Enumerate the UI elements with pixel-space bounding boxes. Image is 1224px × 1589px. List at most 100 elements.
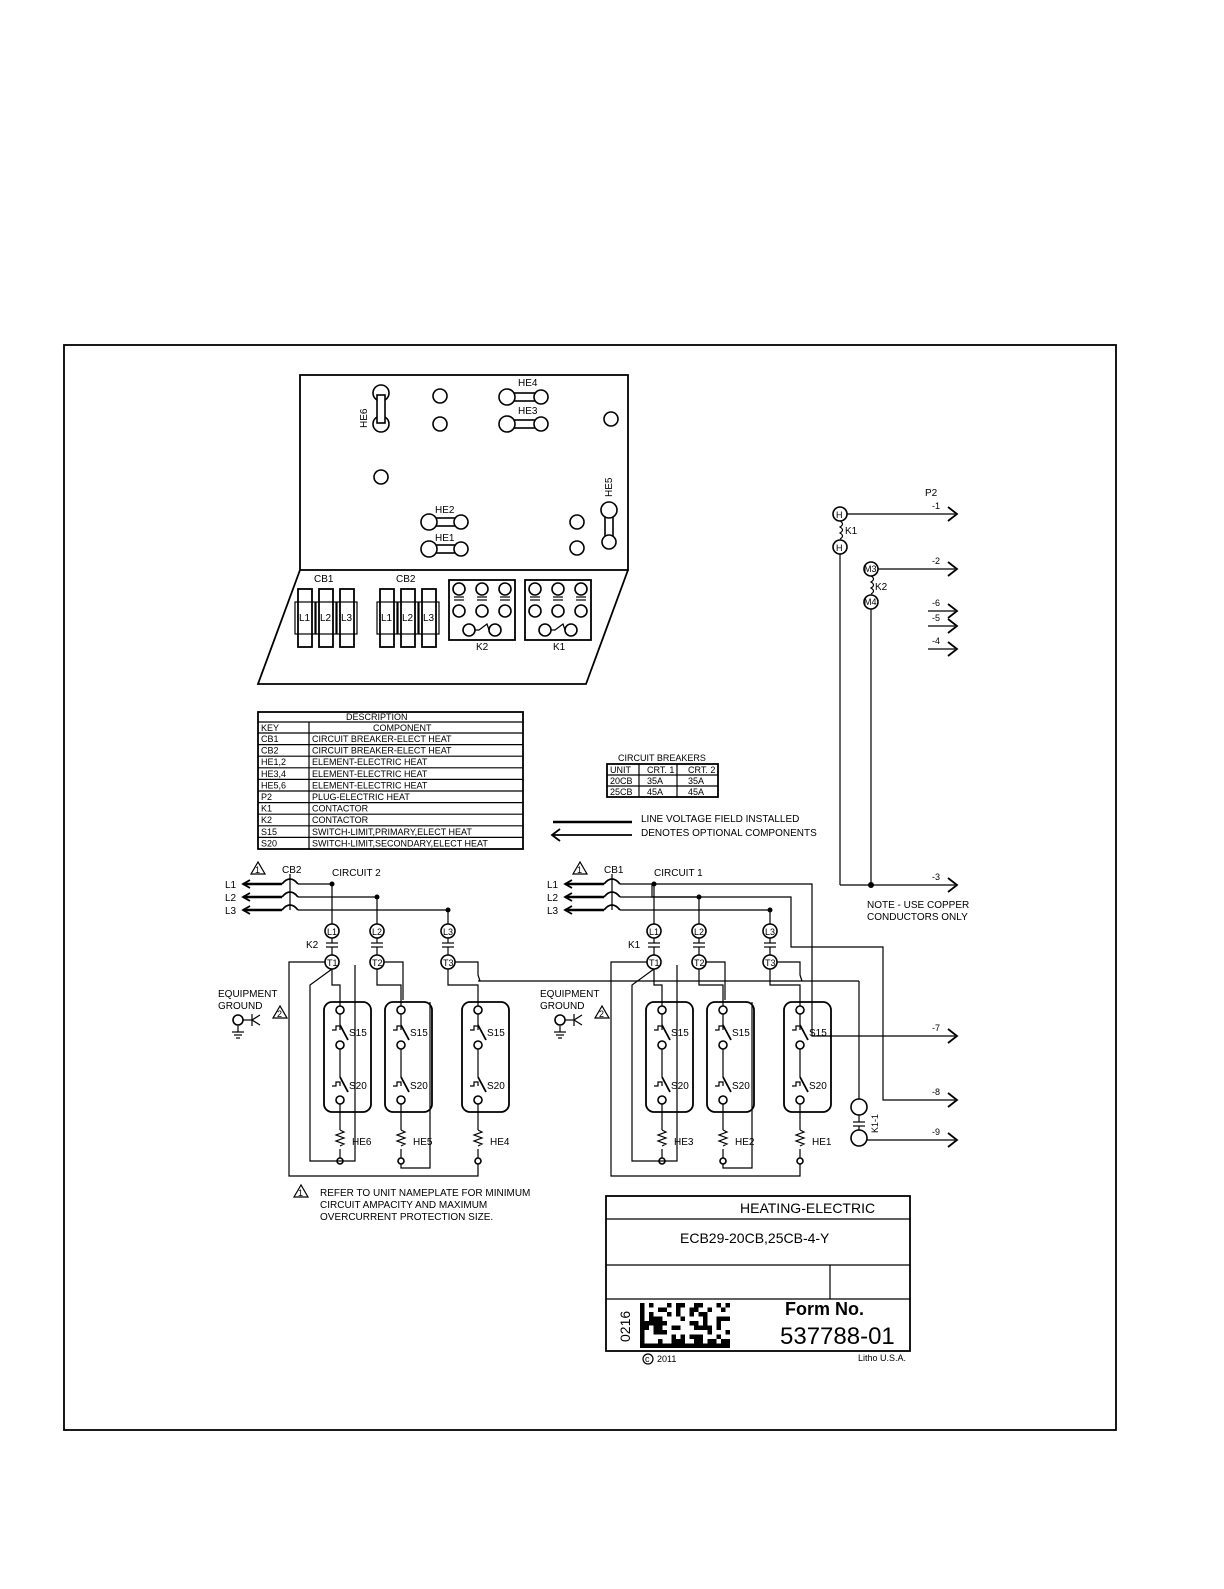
legend-line-voltage: LINE VOLTAGE FIELD INSTALLED [641, 814, 799, 825]
legend-optional: DENOTES OPTIONAL COMPONENTS [641, 828, 817, 839]
description-title: DESCRIPTION [346, 712, 408, 722]
description-key: HE5,6 [261, 780, 286, 790]
limit-switch-s15-label: S15 [671, 1028, 689, 1039]
schematic-breaker-label: CB2 [282, 865, 302, 876]
description-key: CB2 [261, 746, 279, 756]
contactor-line-terminal: L3 [443, 927, 453, 937]
schematic-contactor-label: K2 [306, 940, 319, 951]
heater-element-label: HE3 [674, 1137, 694, 1148]
limit-switch-s15-label: S15 [349, 1028, 367, 1039]
limit-switch-housing [323, 1001, 372, 1113]
plug-wiring: K1-1 [478, 883, 955, 1147]
contactor-load-terminal: T2 [372, 958, 383, 968]
breaker-table-cell: 35A [647, 776, 663, 786]
breaker-pole [379, 588, 395, 648]
warning-mark: 2 [277, 1009, 282, 1019]
contactor-line-terminal: L1 [649, 927, 659, 937]
limit-switch-s20-label: S20 [410, 1081, 428, 1092]
heater-element-label: HE4 [490, 1137, 510, 1148]
contactor-line-terminal: L2 [694, 927, 704, 937]
description-component: PLUG-ELECTRIC HEAT [312, 792, 410, 802]
title-block-model: ECB29-20CB,25CB-4-Y [680, 1230, 830, 1246]
title-block: HEATING-ELECTRIC ECB29-20CB,25CB-4-Y 021… [605, 1195, 911, 1365]
breaker-pole [339, 588, 355, 648]
description-key: CB1 [261, 734, 279, 744]
contactor-load-terminal: T3 [765, 958, 776, 968]
form-number: 537788-01 [780, 1323, 895, 1350]
panel-label-he2: HE2 [435, 505, 455, 516]
relay-k1-label: K1 [845, 526, 858, 537]
breaker-table-cell: 20CB [610, 776, 633, 786]
description-key: K1 [261, 804, 272, 814]
breaker-table-header: UNIT [610, 765, 631, 775]
note-line-1: NOTE - USE COPPER [867, 900, 969, 911]
description-key: HE1,2 [261, 757, 286, 767]
contactor-line-terminal: L1 [327, 927, 337, 937]
contactor-load-terminal: T1 [649, 958, 660, 968]
limit-switch-housing [461, 1001, 510, 1113]
k2-terminal-m4: M4 [864, 597, 877, 607]
panel-label-k1: K1 [553, 642, 566, 653]
svg-text:1: 1 [298, 1188, 303, 1198]
panel-label-he1: HE1 [435, 533, 455, 544]
breaker-table-title: CIRCUIT BREAKERS [618, 753, 706, 763]
description-component: SWITCH-LIMIT,PRIMARY,ELECT HEAT [312, 827, 472, 837]
description-component: ELEMENT-ELECTRIC HEAT [312, 769, 428, 779]
panel-label-he4: HE4 [518, 378, 538, 389]
breaker-pole-label: L3 [341, 613, 353, 624]
legend: LINE VOLTAGE FIELD INSTALLED DENOTES OPT… [550, 814, 817, 842]
heater-element-label: HE5 [413, 1137, 433, 1148]
supply-line-label: L2 [225, 893, 237, 904]
heater-element-label: HE6 [352, 1137, 372, 1148]
description-component: ELEMENT-ELECTRIC HEAT [312, 757, 428, 767]
limit-switch-s20-label: S20 [349, 1081, 367, 1092]
breaker-table-header: CRT. 1 [647, 765, 674, 775]
description-key: P2 [261, 792, 272, 802]
equipment-ground-label: EQUIPMENT [540, 989, 599, 1000]
data-matrix-barcode [640, 1303, 730, 1348]
plug-pin-label: -6 [932, 598, 940, 608]
litho-label: Litho U.S.A. [858, 1353, 906, 1363]
warning-mark: 2 [599, 1009, 604, 1019]
copyright-year: 2011 [657, 1354, 676, 1364]
breaker-table-cell: 35A [688, 776, 704, 786]
limit-switch-housing [783, 1001, 832, 1113]
supply-line-label: L1 [225, 880, 237, 891]
heater-element-label: HE1 [812, 1137, 832, 1148]
plug-pin-label: -3 [932, 872, 940, 882]
limit-switch-s20-label: S20 [487, 1081, 505, 1092]
breaker-table-cell: 25CB [610, 787, 633, 797]
footnote-line-1: REFER TO UNIT NAMEPLATE FOR MINIMUM [320, 1188, 530, 1199]
limit-switch-s15-label: S15 [809, 1028, 827, 1039]
aux-contact-label: K1-1 [870, 1114, 880, 1133]
relay-k2-label: K2 [875, 582, 888, 593]
panel-label-he5: HE5 [604, 477, 615, 497]
supply-line-label: L3 [547, 906, 559, 917]
panel-label-k2: K2 [476, 642, 489, 653]
limit-switch-housing [645, 1001, 694, 1113]
breaker-pole-label: L1 [381, 613, 393, 624]
limit-switch-s20-label: S20 [732, 1081, 750, 1092]
equipment-ground-label: GROUND [218, 1001, 262, 1012]
breaker-pole-label: L3 [423, 613, 435, 624]
limit-switch-s15-label: S15 [487, 1028, 505, 1039]
plug-p2-section: P2 H K1 H M3 K2 M4 -1-2-6-5-4-3-7-8-9 [832, 488, 959, 1148]
circuit-breaker-table: CIRCUIT BREAKERS UNIT CRT. 1 CRT. 2 20CB 35A… [606, 753, 719, 798]
page-frame [63, 344, 1117, 1431]
description-component: CONTACTOR [312, 804, 369, 814]
circuit-title: CIRCUIT 1 [654, 868, 703, 879]
description-component: CONTACTOR [312, 815, 369, 825]
equipment-ground-label: GROUND [540, 1001, 584, 1012]
description-key: S20 [261, 838, 277, 848]
breaker-table-header: CRT. 2 [688, 765, 715, 775]
k2-terminal-m3: M3 [864, 564, 877, 574]
breaker-table-cell: 45A [647, 787, 663, 797]
breaker-pole [421, 588, 437, 648]
breaker-pole [297, 588, 313, 648]
warning-mark: 1 [577, 865, 582, 875]
contactor-line-terminal: L3 [765, 927, 775, 937]
note-line-2: CONDUCTORS ONLY [867, 912, 968, 923]
